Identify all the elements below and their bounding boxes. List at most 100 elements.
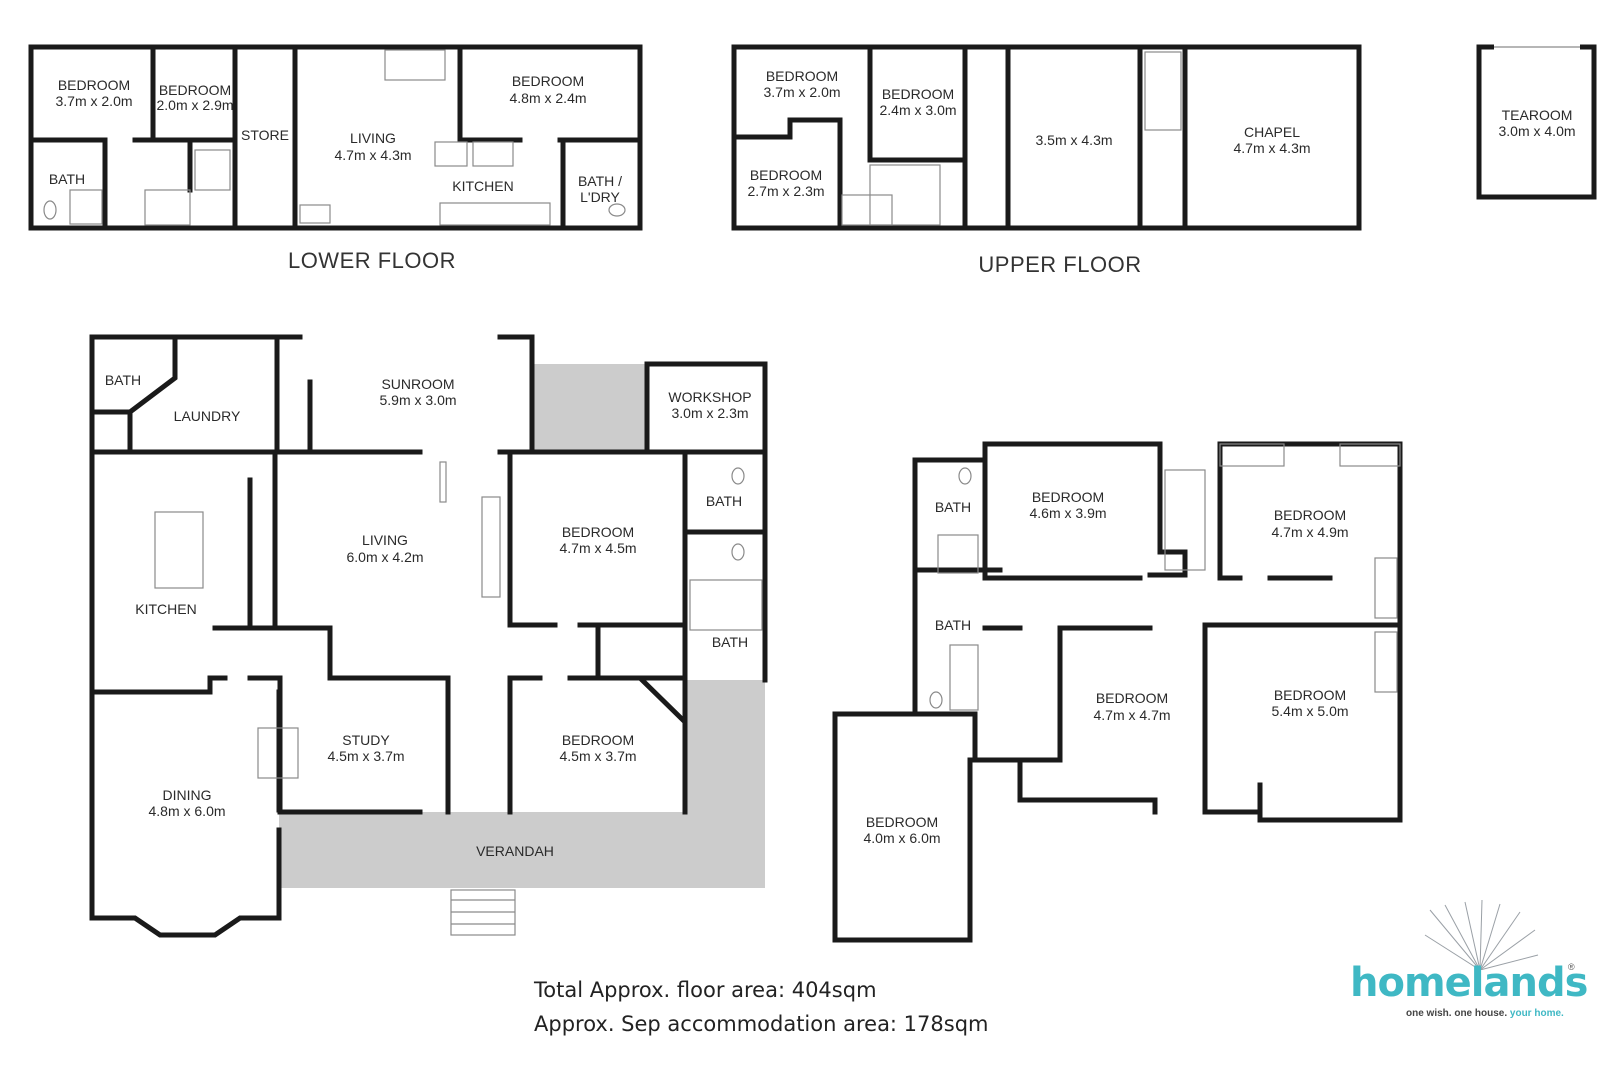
svg-text:STUDY: STUDY <box>342 732 390 748</box>
ground-bedroom-1-size: 4.7m x 4.5m <box>559 540 636 556</box>
svg-text:BATH: BATH <box>935 617 971 633</box>
ground-living-name: LIVING <box>362 532 408 548</box>
upper-bath-2-name: BATH <box>935 617 971 633</box>
homelands-logo: homelands ® one wish. one house. your ho… <box>1350 900 1590 1050</box>
upper-bedroom-e-size: 4.0m x 6.0m <box>863 830 940 846</box>
svg-text:LAUNDRY: LAUNDRY <box>174 408 241 424</box>
upper-bedroom-3-size: 2.7m x 2.3m <box>747 183 824 199</box>
main-ground-plan: BATH LAUNDRY SUNROOM 5.9m x 3.0m WORKSHO… <box>89 334 768 938</box>
ground-study-name: STUDY <box>342 732 390 748</box>
palm-leaf-icon <box>1424 900 1539 970</box>
logo-wordmark: homelands <box>1350 960 1588 1006</box>
svg-text:BEDROOM: BEDROOM <box>512 73 584 89</box>
lower-store-name: STORE <box>241 127 289 143</box>
lower-bath-laundry-size: L'DRY <box>580 189 620 205</box>
svg-text:5.9m x 3.0m: 5.9m x 3.0m <box>379 392 456 408</box>
svg-text:VERANDAH: VERANDAH <box>476 843 554 859</box>
upper-bedroom-b-name: BEDROOM <box>1274 507 1346 523</box>
svg-text:4.8m x 2.4m: 4.8m x 2.4m <box>509 90 586 106</box>
tearoom-size: 3.0m x 4.0m <box>1498 123 1575 139</box>
svg-text:4.7m x 4.3m: 4.7m x 4.3m <box>334 147 411 163</box>
logo-tagline: one wish. one house. your home. <box>1406 1008 1564 1019</box>
upper-bedroom-e-name: BEDROOM <box>866 814 938 830</box>
svg-text:6.0m x 4.2m: 6.0m x 4.2m <box>346 549 423 565</box>
svg-text:2.7m x 2.3m: 2.7m x 2.3m <box>747 183 824 199</box>
svg-text:BEDROOM: BEDROOM <box>562 732 634 748</box>
svg-text:L'DRY: L'DRY <box>580 189 620 205</box>
ground-sunroom-name: SUNROOM <box>381 376 454 392</box>
tearoom-plan: TEAROOM 3.0m x 4.0m <box>1476 43 1597 200</box>
svg-text:BATH: BATH <box>49 171 85 187</box>
svg-text:BEDROOM: BEDROOM <box>882 86 954 102</box>
shaded-area <box>532 364 647 452</box>
svg-text:3.7m x 2.0m: 3.7m x 2.0m <box>55 93 132 109</box>
svg-text:4.7m x 4.9m: 4.7m x 4.9m <box>1271 524 1348 540</box>
ground-bedroom-2-size: 4.5m x 3.7m <box>559 748 636 764</box>
ground-study-size: 4.5m x 3.7m <box>327 748 404 764</box>
upper-bath-1-name: BATH <box>935 499 971 515</box>
lower-floor-title: LOWER FLOOR <box>288 248 456 273</box>
lower-bedroom-3-size: 4.8m x 2.4m <box>509 90 586 106</box>
upper-floor-plan: BEDROOM 3.7m x 2.0m BEDROOM 2.4m x 3.0m … <box>731 44 1362 277</box>
lower-bedroom-2-name: BEDROOM <box>159 82 231 98</box>
lower-floor-plan: BEDROOM 3.7m x 2.0m BEDROOM 2.0m x 2.9m … <box>28 44 643 273</box>
svg-text:BATH /: BATH / <box>578 173 622 189</box>
ground-living-size: 6.0m x 4.2m <box>346 549 423 565</box>
svg-text:BEDROOM: BEDROOM <box>766 68 838 84</box>
svg-text:BEDROOM: BEDROOM <box>562 524 634 540</box>
total-floor-area: Total Approx. floor area: 404sqm <box>534 978 877 1002</box>
chapel-name: CHAPEL <box>1244 124 1300 140</box>
upper-floor-title: UPPER FLOOR <box>978 252 1141 277</box>
svg-text:4.6m x 3.9m: 4.6m x 3.9m <box>1029 505 1106 521</box>
ground-workshop-size: 3.0m x 2.3m <box>671 405 748 421</box>
svg-text:LIVING: LIVING <box>350 130 396 146</box>
upper-bedroom-1-name: BEDROOM <box>766 68 838 84</box>
svg-text:4.7m x 4.5m: 4.7m x 4.5m <box>559 540 636 556</box>
svg-text:LIVING: LIVING <box>362 532 408 548</box>
lower-living-name: LIVING <box>350 130 396 146</box>
upper-bedroom-d-name: BEDROOM <box>1274 687 1346 703</box>
svg-text:CHAPEL: CHAPEL <box>1244 124 1300 140</box>
svg-text:2.4m x 3.0m: 2.4m x 3.0m <box>879 102 956 118</box>
svg-text:BEDROOM: BEDROOM <box>1096 690 1168 706</box>
ground-sunroom-size: 5.9m x 3.0m <box>379 392 456 408</box>
svg-text:2.0m x 2.9m: 2.0m x 2.9m <box>156 97 233 113</box>
lower-living-size: 4.7m x 4.3m <box>334 147 411 163</box>
svg-text:4.5m x 3.7m: 4.5m x 3.7m <box>327 748 404 764</box>
svg-text:TEAROOM: TEAROOM <box>1502 107 1573 123</box>
upper-bedroom-2-size: 2.4m x 3.0m <box>879 102 956 118</box>
upper-bedroom-d-size: 5.4m x 5.0m <box>1271 703 1348 719</box>
ground-dining-name: DINING <box>163 787 212 803</box>
svg-text:4.5m x 3.7m: 4.5m x 3.7m <box>559 748 636 764</box>
ground-laundry-name: LAUNDRY <box>174 408 241 424</box>
svg-text:3.5m x 4.3m: 3.5m x 4.3m <box>1035 132 1112 148</box>
svg-text:SUNROOM: SUNROOM <box>381 376 454 392</box>
svg-text:STORE: STORE <box>241 127 289 143</box>
main-upper-plan: BATH BEDROOM 4.6m x 3.9m BEDROOM 4.7m x … <box>832 441 1403 943</box>
upper-bedroom-c-size: 4.7m x 4.7m <box>1093 707 1170 723</box>
upper-bedroom-1-size: 3.7m x 2.0m <box>763 84 840 100</box>
ground-workshop-name: WORKSHOP <box>668 389 751 405</box>
svg-text:WORKSHOP: WORKSHOP <box>668 389 751 405</box>
svg-text:BATH: BATH <box>105 372 141 388</box>
svg-text:4.7m x 4.3m: 4.7m x 4.3m <box>1233 140 1310 156</box>
lower-bath-laundry-name: BATH / <box>578 173 622 189</box>
tearoom-name: TEAROOM <box>1502 107 1573 123</box>
svg-text:BEDROOM: BEDROOM <box>1274 507 1346 523</box>
verandah-shade <box>279 680 765 888</box>
chapel-size: 4.7m x 4.3m <box>1233 140 1310 156</box>
upper-bedroom-c-name: BEDROOM <box>1096 690 1168 706</box>
ground-bedroom-2-name: BEDROOM <box>562 732 634 748</box>
svg-text:3.7m x 2.0m: 3.7m x 2.0m <box>763 84 840 100</box>
ground-bath-3-name: BATH <box>712 634 748 650</box>
ground-bath-2-name: BATH <box>706 493 742 509</box>
ground-bedroom-1-name: BEDROOM <box>562 524 634 540</box>
svg-text:4.8m x 6.0m: 4.8m x 6.0m <box>148 803 225 819</box>
lower-bedroom-3-name: BEDROOM <box>512 73 584 89</box>
ground-verandah-name: VERANDAH <box>476 843 554 859</box>
upper-bedroom-a-size: 4.6m x 3.9m <box>1029 505 1106 521</box>
lower-kitchen-name: KITCHEN <box>452 178 513 194</box>
ground-kitchen-name: KITCHEN <box>135 601 196 617</box>
svg-text:BEDROOM: BEDROOM <box>1274 687 1346 703</box>
